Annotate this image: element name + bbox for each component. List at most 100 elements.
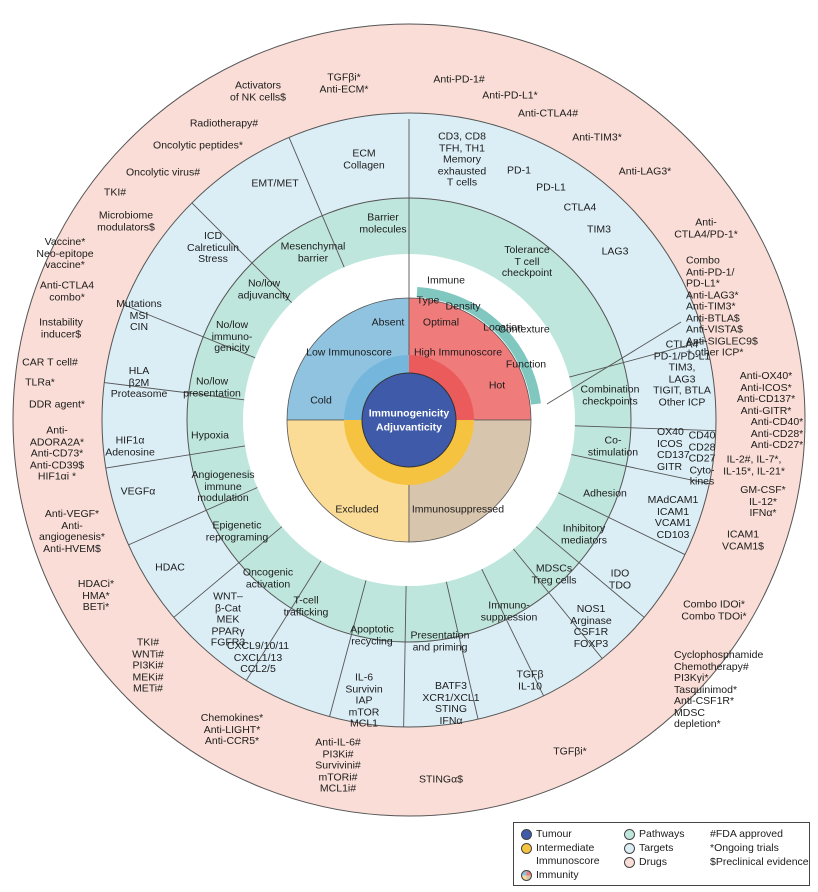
targets-swatch xyxy=(624,842,635,854)
drug-label: Combo IDOi* Combo TDOi* xyxy=(681,598,747,622)
pathway-label: Hypoxia xyxy=(191,429,229,442)
drug-label: IL-2#, IL-7*, IL-15*, IL-21* xyxy=(723,453,785,477)
pathway-label: Combination checkpoints xyxy=(580,383,640,407)
immune-contexture-band xyxy=(416,287,541,405)
pathway-label: No/low immuno- genicity xyxy=(211,318,253,354)
target-label: CTLA4 xyxy=(563,201,597,214)
immunity-swatch xyxy=(521,869,532,881)
target-label: CD40 CD28 CD27 Cyto- kines xyxy=(688,429,716,488)
sector-divider xyxy=(569,340,706,378)
drug-label: TLRa* xyxy=(25,376,55,389)
legend: Tumour Intermediate Immunoscore Immunity… xyxy=(513,822,810,886)
drug-label: Microbiome modulators$ xyxy=(97,209,155,233)
pathway-label: No/low adjuvancity xyxy=(237,277,291,301)
high-immunoscore-label: High Immunoscore xyxy=(413,346,503,359)
legend-immunoscore-label: Immunoscore xyxy=(536,855,600,867)
drugs-swatch xyxy=(624,856,635,868)
pathway-label: Mesenchymal barrier xyxy=(280,240,346,264)
legend-immunity-label: Immunity xyxy=(536,869,579,881)
legend-intermediate: Intermediate xyxy=(521,842,594,854)
legend-preclinical: $Preclinical evidence xyxy=(710,856,809,868)
drug-label: Anti-TIM3* xyxy=(572,131,622,144)
function-label: Function xyxy=(505,358,547,371)
sector-divider xyxy=(128,487,258,546)
target-label: OX40 ICOS CD137 GITR xyxy=(657,426,690,473)
drug-label: GM-CSF* IL-12* IFNα* xyxy=(740,483,786,519)
location-label: Location xyxy=(483,321,523,334)
sector-divider xyxy=(571,454,710,485)
drug-label: STINGα$ xyxy=(419,773,463,786)
drug-label: Anti-LAG3* xyxy=(618,165,672,178)
sector-divider xyxy=(124,304,256,359)
pathway-label: Epigenetic reprograming xyxy=(205,519,269,543)
target-label: ICD Calreticulin Stress xyxy=(187,229,239,265)
immunosuppressed-label: Immunosuppressed xyxy=(411,503,505,516)
drug-label: Oncolytic virus# xyxy=(125,166,201,179)
target-label: NOS1 Arginase CSF1R FOXP3 xyxy=(570,603,612,650)
sector-divider xyxy=(105,445,246,469)
sector-divider xyxy=(574,425,716,432)
sector-divider xyxy=(173,526,283,618)
legend-intermediate-label: Intermediate xyxy=(536,842,595,854)
legend-tumour: Tumour xyxy=(521,828,572,840)
hot-label: Hot xyxy=(488,379,506,392)
low-immunoscore-label: Low Immunoscore xyxy=(306,346,392,359)
drug-label: TKI# xyxy=(103,186,127,199)
legend-pathways-label: Pathways xyxy=(639,828,685,840)
sector-divider xyxy=(546,321,682,405)
pathway-label: Apoptotic recycling xyxy=(350,623,394,647)
legend-tumour-label: Tumour xyxy=(536,828,572,840)
pathway-label: T-cell trafficking xyxy=(283,594,329,618)
pathway-label: Inhibitory mediators xyxy=(560,522,608,546)
cold-label: Cold xyxy=(310,394,332,407)
drug-label: HDACi* HMA* BETi* xyxy=(77,577,115,613)
pathway-label: Co- stimulation xyxy=(587,434,639,458)
center-line-2: Adjuvanticity xyxy=(376,421,442,434)
target-label: VEGFα xyxy=(120,485,156,498)
contexture-label: Contexture xyxy=(498,323,550,336)
sector-divider xyxy=(481,569,544,697)
target-label: HIF1α Adenosine xyxy=(105,434,155,458)
target-label: PD-L1 xyxy=(536,181,566,194)
sector-divider xyxy=(288,137,345,268)
drug-label: Anti-PD-L1* xyxy=(482,89,538,102)
drug-label: Vaccine* Neo-epitope vaccine* xyxy=(36,235,94,271)
sector-divider xyxy=(104,382,245,401)
drug-label: Oncolytic peptides* xyxy=(153,139,243,152)
tumour-core xyxy=(361,372,457,468)
drug-label: DDR agent* xyxy=(28,398,86,411)
target-label: LAG3 xyxy=(601,245,629,258)
legend-drugs-label: Drugs xyxy=(639,856,668,868)
pathway-label: Barrier molecules xyxy=(359,211,407,235)
sector-divider xyxy=(513,548,603,659)
drug-label: Radiotherapy# xyxy=(189,117,259,130)
sector-divider xyxy=(535,526,645,618)
legend-ongoing: *Ongoing trials xyxy=(710,842,779,854)
target-label: TIM3 xyxy=(587,223,611,236)
target-label: HDAC xyxy=(155,561,185,574)
drug-label: Anti-VEGF* Anti- angiogenesis* Anti-HVEM… xyxy=(39,508,105,555)
legend-targets: Targets xyxy=(624,842,673,854)
drug-label: Anti-CD40* Anti-CD28* Anti-CD27* xyxy=(750,415,804,451)
target-label: CD3, CD8 TFH, TH1 Memory exhausted T cel… xyxy=(437,130,487,189)
sector-divider xyxy=(245,560,322,681)
density-label: Density xyxy=(445,300,481,313)
sector-dividers xyxy=(104,137,716,727)
legend-fda: #FDA approved xyxy=(710,828,783,840)
drug-label: ICAM1 VCAM1$ xyxy=(721,528,765,552)
legend-pathways: Pathways xyxy=(624,828,685,840)
pathway-label: Presentation and priming xyxy=(410,629,470,653)
target-label: IL-6 Survivin IAP mTOR MCL1 xyxy=(345,671,383,730)
target-label: IDO TDO xyxy=(608,567,632,591)
sector-divider xyxy=(445,581,479,720)
target-label: EMT/MET xyxy=(251,177,299,190)
sector-divider xyxy=(558,492,686,555)
drug-label: Anti-CTLA4 combo* xyxy=(39,279,95,303)
drug-label: Anti- CTLA4/PD-1* xyxy=(674,216,738,240)
drug-label: TGFβi* xyxy=(553,745,587,758)
drug-label: Instability inducer$ xyxy=(39,316,83,340)
excluded-label: Excluded xyxy=(335,503,379,516)
drug-label: Cyclophosphamide Chemotherapy# PI3Kγi* T… xyxy=(674,648,764,730)
